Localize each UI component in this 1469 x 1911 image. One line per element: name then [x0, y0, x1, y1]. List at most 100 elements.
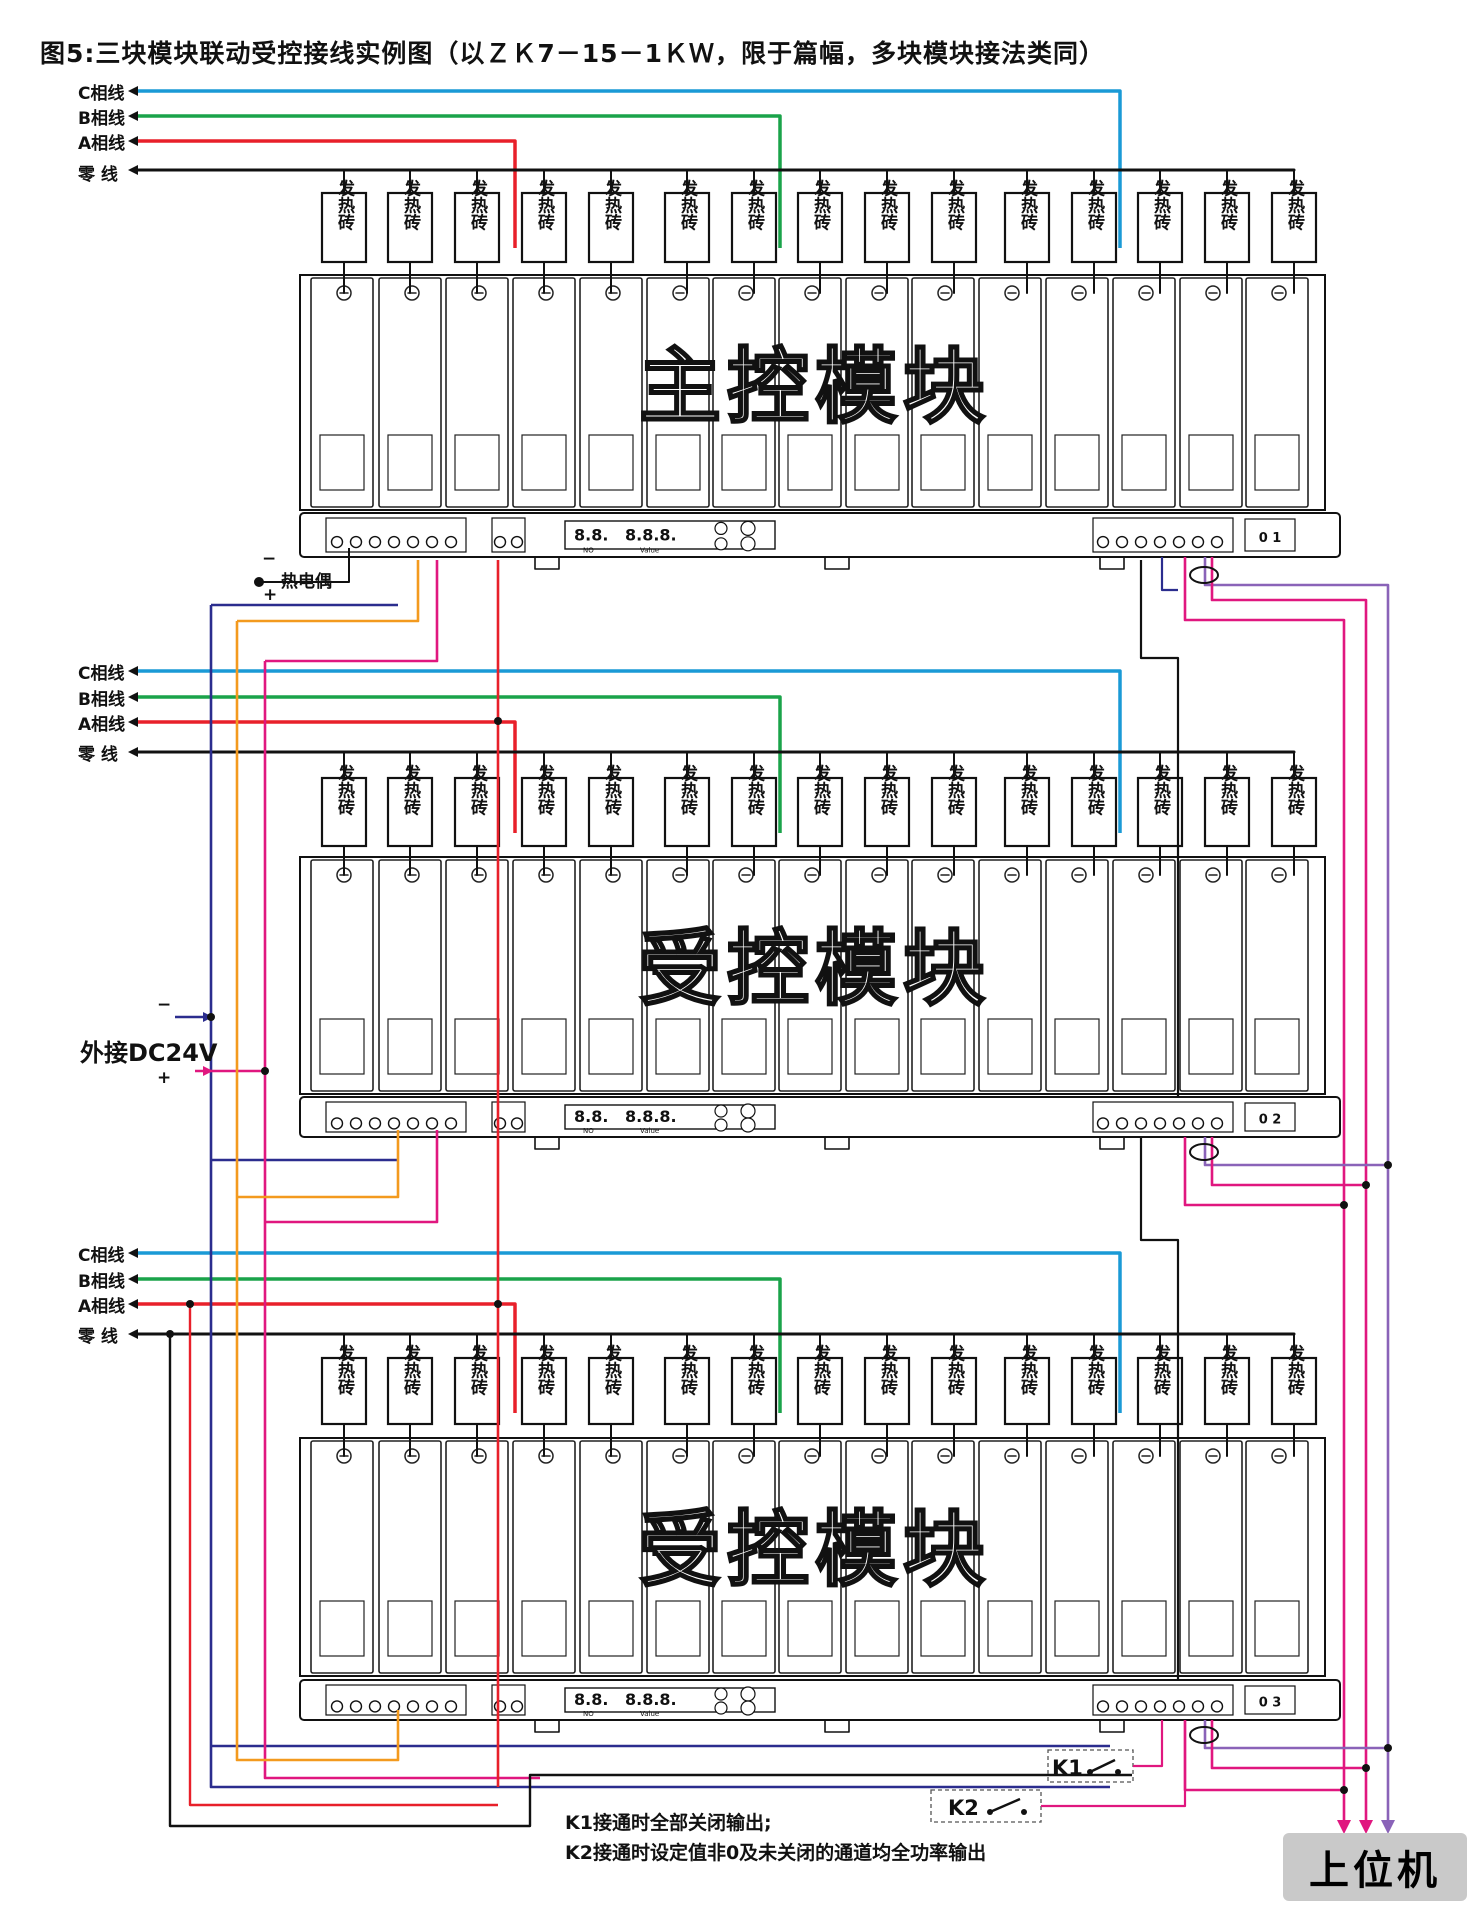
- comm-junction: [1362, 1181, 1370, 1189]
- a-phase-label: A相线: [78, 1297, 126, 1317]
- dc-pos-arrow: [203, 1066, 213, 1076]
- display-no-digits: 8.8.: [574, 1107, 608, 1126]
- relay-window: [387, 1018, 433, 1075]
- thermocouple-plus: +: [263, 585, 278, 605]
- k2-contact: [987, 1809, 993, 1815]
- a-phase-wire: [136, 1302, 517, 1413]
- heater-label: 发热砖: [744, 763, 766, 816]
- heater-label: 发热砖: [1150, 763, 1172, 816]
- terminal-bar: [299, 1679, 1341, 1721]
- terminal-screw: [1115, 535, 1129, 549]
- heater-label: 发热砖: [534, 1343, 556, 1396]
- display-no-label: NO: [583, 1710, 594, 1718]
- relay-window: [655, 434, 701, 491]
- terminal-screw: [387, 535, 401, 549]
- heater-label: 发热砖: [877, 1343, 899, 1396]
- heater-label: 发热砖: [1084, 763, 1106, 816]
- c-phase-wire: [136, 1251, 1122, 1413]
- relay-window: [1188, 1600, 1234, 1657]
- terminal-screw: [387, 1700, 401, 1713]
- module-address: 0 2: [1259, 1112, 1282, 1127]
- comm-wire-a: [1183, 557, 1346, 1820]
- relay-window: [454, 1600, 500, 1657]
- k1-label: K1: [1052, 1756, 1083, 1780]
- comm-wire-b: [1203, 557, 1390, 1822]
- wire-arrow: [128, 136, 138, 146]
- terminal-screw: [1096, 535, 1110, 549]
- terminal-screw: [1210, 1117, 1224, 1130]
- heater-label: 发热砖: [400, 178, 422, 231]
- k2-note: K2接通时设定值非0及未关闭的通道均全功率输出: [565, 1842, 987, 1864]
- up-button: [740, 520, 756, 537]
- relay-window: [655, 1018, 701, 1075]
- display-value-label: Value: [640, 547, 659, 555]
- heater-block: [863, 776, 911, 848]
- terminal-screw: [1134, 1700, 1148, 1713]
- c-phase-label: C相线: [78, 84, 125, 104]
- heater-block: [520, 776, 568, 848]
- down-button: [740, 1117, 756, 1133]
- relay-window: [987, 1018, 1033, 1075]
- heater-label: 发热砖: [877, 763, 899, 816]
- display-panel: [564, 520, 776, 550]
- dc-positive-bus: [263, 661, 540, 1780]
- heater-block: [1203, 191, 1251, 264]
- terminal-screw: [349, 1700, 363, 1713]
- terminal-screw: [368, 535, 382, 549]
- terminal-screw: [1172, 1117, 1186, 1130]
- heater-block: [663, 191, 711, 264]
- mount-foot: [824, 1720, 850, 1733]
- terminal-screw: [1153, 535, 1167, 549]
- a-phase-label: A相线: [78, 715, 126, 735]
- relay-window: [454, 434, 500, 491]
- heater-label: 发热砖: [334, 763, 356, 816]
- terminal-screw: [1210, 1700, 1224, 1713]
- relay-window: [920, 1600, 966, 1657]
- b-phase-wire: [136, 114, 782, 248]
- relay-window: [319, 434, 365, 491]
- k2-switch-blade: [989, 1797, 1021, 1814]
- heater-block: [730, 776, 778, 848]
- b-phase-label: B相线: [78, 1272, 125, 1292]
- k1-wire: [1133, 1720, 1164, 1768]
- module-address: 0 1: [1259, 531, 1282, 546]
- f-button: [714, 1118, 728, 1132]
- heater-block: [663, 776, 711, 848]
- k1-contact: [1115, 1769, 1121, 1775]
- terminal-screw: [1096, 1700, 1110, 1713]
- heater-label: 发热砖: [1017, 178, 1039, 231]
- terminal-screw: [1153, 1700, 1167, 1713]
- orange-link-slave1: [237, 1130, 400, 1199]
- terminal-screw: [387, 1117, 401, 1130]
- heater-label: 发热砖: [1084, 178, 1106, 231]
- ch-button: [714, 521, 728, 536]
- wire-arrow: [128, 747, 138, 757]
- relay-window: [854, 1018, 900, 1075]
- mount-foot: [534, 557, 560, 570]
- comm-wire-b3: [1203, 1720, 1388, 1750]
- wire-arrow: [128, 1299, 138, 1309]
- heater-block: [1003, 776, 1051, 848]
- relay-window: [721, 1600, 767, 1657]
- heater-label: 发热砖: [944, 178, 966, 231]
- display-panel: [564, 1104, 776, 1130]
- c-phase-label: C相线: [78, 1246, 125, 1266]
- relay-window: [987, 1600, 1033, 1657]
- relay-window: [521, 434, 567, 491]
- relay-window: [655, 1600, 701, 1657]
- terminal-screw: [444, 535, 458, 549]
- host-arrow: [1381, 1820, 1395, 1834]
- thermocouple-junction: [254, 577, 264, 587]
- terminal-bar: [299, 512, 1341, 558]
- a-phase-wire: [136, 720, 517, 833]
- comm-junction: [1384, 1744, 1392, 1752]
- relay-window: [920, 1018, 966, 1075]
- heater-label: 发热砖: [1084, 1343, 1106, 1396]
- heater-block: [863, 1356, 911, 1426]
- heater-label: 发热砖: [400, 763, 422, 816]
- mount-foot: [534, 1720, 560, 1733]
- terminal-screw: [510, 1117, 524, 1130]
- heater-block: [587, 191, 635, 264]
- host-computer-label: 上位机: [1283, 1833, 1467, 1901]
